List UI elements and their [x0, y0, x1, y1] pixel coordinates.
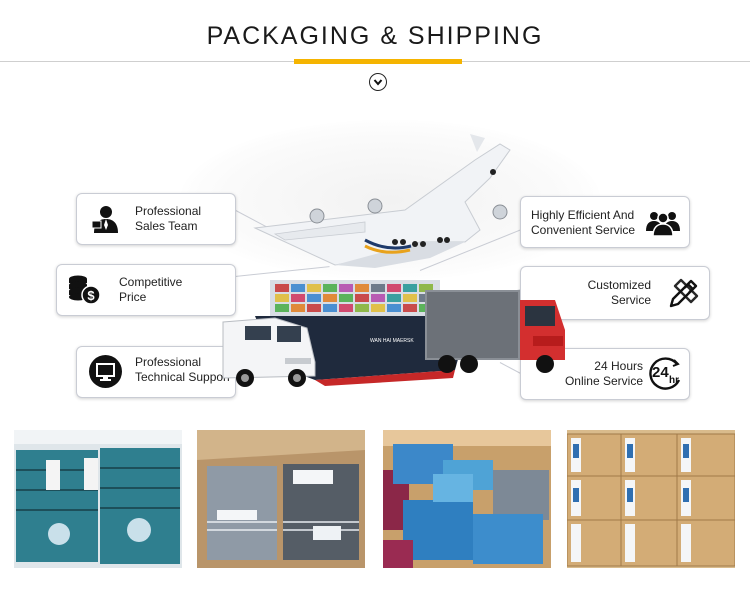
pencil-ruler-icon — [667, 276, 701, 310]
ship-hull-lettering: WAN HAI MAERSK — [370, 338, 414, 344]
feature-efficient-service: Highly Efficient And Convenient Service — [520, 196, 690, 248]
feature-line2: Price — [119, 290, 147, 304]
title-accent-bar — [294, 59, 462, 64]
stacked-cartons-photo — [567, 430, 735, 568]
monitor-icon — [89, 355, 122, 388]
airplane-icon — [253, 134, 511, 268]
svg-text:$: $ — [87, 288, 95, 303]
24-hour-clock-icon: 24 hr — [647, 356, 683, 392]
feature-line1: Customized — [587, 278, 651, 292]
feature-line2: Online Service — [564, 374, 643, 388]
clock-badge: 24 — [652, 364, 669, 381]
coins-dollar-icon: $ — [67, 272, 101, 306]
feature-line2: Sales Team — [135, 219, 198, 233]
truck-icon — [425, 290, 565, 373]
feature-line1: 24 Hours — [594, 359, 643, 373]
feature-technical-support: Professional Technical Suppon — [76, 346, 236, 398]
feature-line1: Highly Efficient And — [531, 208, 635, 222]
feature-sales-team: Professional Sales Team — [76, 193, 236, 245]
clock-badge-sub: hr — [669, 375, 679, 386]
feature-line2: Convenient Service — [531, 223, 636, 237]
logistics-hero-illustration: WAN HAI MAERSK — [215, 130, 575, 390]
open-carton-shirts-photo — [197, 430, 365, 568]
feature-line2: Technical Suppon — [135, 370, 230, 384]
feature-line2: Service — [610, 293, 651, 307]
feature-line1: Professional — [135, 355, 202, 369]
packed-shirts-bags-photo — [14, 430, 182, 568]
feature-customized-service: Customized Service — [520, 266, 710, 320]
team-group-icon — [645, 207, 681, 237]
feature-line1: Professional — [135, 204, 202, 218]
sales-person-icon — [89, 203, 121, 235]
assorted-shirts-carton-photo — [383, 430, 551, 568]
feature-competitive-price: $ Competitive Price — [56, 264, 236, 316]
van-icon — [222, 317, 316, 387]
section-title: PACKAGING & SHIPPING — [206, 22, 544, 50]
feature-line1: Competitive — [119, 275, 183, 289]
chevron-down-icon[interactable] — [369, 73, 387, 91]
